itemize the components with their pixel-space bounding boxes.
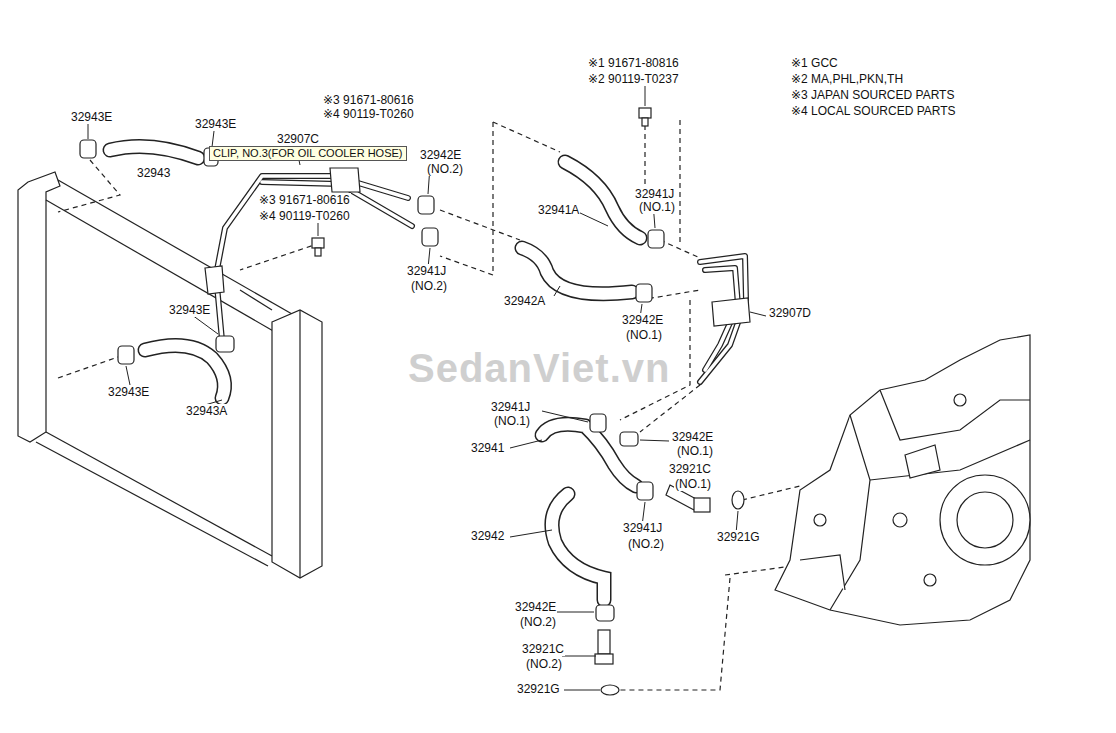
- callout-number: 32941J: [622, 521, 663, 535]
- callout-number: 32942E: [514, 600, 557, 614]
- callout-number: 32942E: [621, 313, 664, 327]
- callout-number: ※2 MA,PHL,PKN,TH: [790, 72, 904, 86]
- callout-number: (NO.1): [674, 477, 712, 491]
- watermark: SedanViet.vn: [408, 346, 670, 390]
- tooltip-box: CLIP, NO.3(FOR OIL COOLER HOSE): [209, 146, 407, 161]
- callout-number: ※3 91671-80616: [258, 193, 351, 207]
- callout-number: 32921G: [516, 682, 561, 696]
- callout-number: 32943E: [107, 385, 150, 399]
- callout-number: 32942E: [419, 148, 462, 162]
- callout-number: ※1 91671-80816: [587, 56, 680, 70]
- callout-number: ※4 90119-T0260: [322, 107, 415, 121]
- callout-number: 32942: [470, 529, 505, 543]
- callout-number: 32943E: [70, 110, 113, 124]
- callout-number: ※3 JAPAN SOURCED PARTS: [790, 88, 955, 102]
- callout-number: 32941: [470, 441, 505, 455]
- callout-number: (NO.2): [627, 537, 665, 551]
- callout-number: 32921C: [521, 642, 565, 656]
- callout-number: 32907C: [276, 132, 320, 146]
- callout-number: 32941A: [537, 203, 580, 217]
- callout-number: (NO.1): [625, 328, 663, 342]
- callout-number: 32907D: [768, 306, 812, 320]
- callout-number: ※4 LOCAL SOURCED PARTS: [790, 104, 957, 118]
- callout-number: 32943E: [168, 303, 211, 317]
- callout-number: ※1 GCC: [790, 56, 839, 70]
- tooltip-text: CLIP, NO.3(FOR OIL COOLER HOSE): [213, 147, 403, 159]
- callout-number: 32921G: [716, 530, 761, 544]
- callout-number: (NO.2): [426, 162, 464, 176]
- callout-number: 32941J: [634, 187, 675, 201]
- callout-number: ※3 91671-80616: [322, 93, 415, 107]
- callout-number: 32941J: [490, 400, 531, 414]
- callout-number: 32943A: [185, 404, 228, 418]
- callout-number: ※4 90119-T0260: [258, 209, 351, 223]
- callout-number: 32941J: [406, 264, 447, 278]
- callout-number: 32921C: [668, 462, 712, 476]
- callout-number: 32943: [136, 166, 171, 180]
- callout-number: (NO.1): [676, 444, 714, 458]
- callout-number: 32942E: [671, 430, 714, 444]
- callout-number: (NO.1): [493, 414, 531, 428]
- callout-number: (NO.2): [410, 279, 448, 293]
- callout-number: (NO.2): [525, 657, 563, 671]
- callout-number: 32942A: [503, 294, 546, 308]
- callout-number: 32943E: [194, 117, 237, 131]
- callout-number: ※2 90119-T0237: [587, 72, 680, 86]
- callout-number: (NO.2): [519, 615, 557, 629]
- callout-number: (NO.1): [638, 200, 676, 214]
